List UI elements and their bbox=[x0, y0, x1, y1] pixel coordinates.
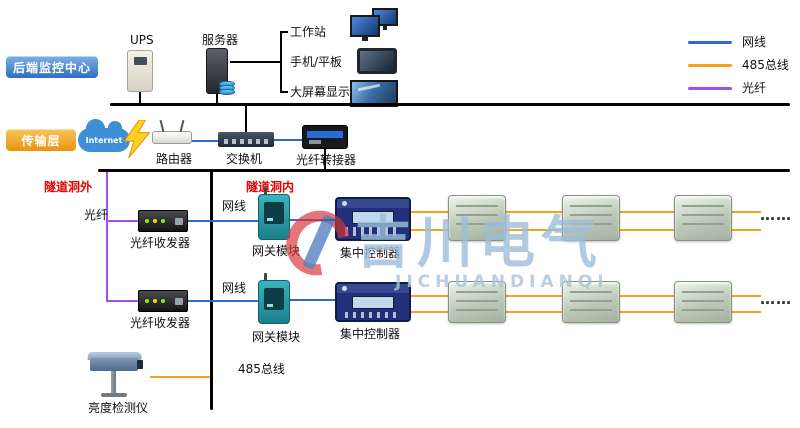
fiber-branch-line-1 bbox=[106, 220, 140, 222]
switch-icon bbox=[218, 132, 274, 147]
backbone-line-transport bbox=[98, 169, 790, 172]
workstation-label: 工作站 bbox=[290, 25, 327, 39]
more-devices-ellipsis-1: …… bbox=[760, 206, 792, 224]
fiber-trunk-line bbox=[106, 172, 108, 302]
transport-zone-label: 传输层 bbox=[6, 129, 76, 151]
tunnel-inside-label: 隧道洞内 bbox=[246, 180, 295, 194]
fiber-adapter-label: 光纤转接器 bbox=[296, 153, 357, 167]
adapter-downlink-line bbox=[324, 149, 326, 169]
legend-line-fiber bbox=[688, 87, 732, 90]
database-icon bbox=[219, 81, 235, 95]
camera-pole bbox=[111, 371, 116, 394]
net-cable-label-2: 网线 bbox=[222, 281, 247, 295]
camera-lens bbox=[137, 360, 143, 369]
ups-screen bbox=[134, 57, 147, 65]
gateway-module-icon-2 bbox=[258, 273, 290, 324]
bracket-line-vertical bbox=[280, 31, 282, 93]
cable-switch-adapter bbox=[274, 139, 302, 141]
controller-top-panel bbox=[337, 199, 409, 208]
legend-label-network: 网线 bbox=[742, 35, 767, 49]
central-controller-label-2: 集中控制器 bbox=[340, 327, 401, 341]
cable-transceiver-gateway-1 bbox=[188, 220, 260, 222]
workstation-icon bbox=[350, 8, 400, 46]
tunnel-backbone-line bbox=[210, 169, 213, 410]
cable-gateway-controller-2 bbox=[290, 299, 335, 301]
camera-base bbox=[101, 393, 127, 397]
gateway-screen bbox=[264, 288, 284, 310]
gateway-screen bbox=[264, 202, 284, 224]
net-cable-label-1: 网线 bbox=[222, 199, 247, 213]
bracket-line-horizontal bbox=[230, 61, 280, 63]
switch-label: 交换机 bbox=[226, 152, 263, 166]
bus485-line-camera bbox=[150, 376, 210, 378]
controller-buttons bbox=[345, 227, 401, 236]
big-screen-icon bbox=[350, 80, 398, 107]
fiber-branch-line-2 bbox=[106, 300, 140, 302]
bracket-stub-top bbox=[280, 31, 288, 33]
led-driver-device bbox=[562, 195, 620, 241]
central-controller-label-1: 集中控制器 bbox=[340, 246, 401, 260]
bracket-stub-bottom bbox=[280, 91, 288, 93]
server-connector-line bbox=[216, 94, 218, 104]
more-devices-ellipsis-2: …… bbox=[760, 290, 792, 308]
controller-screen bbox=[352, 296, 394, 309]
legend-line-485bus bbox=[688, 64, 732, 67]
internet-label: Internet bbox=[85, 135, 123, 145]
server-device-icon bbox=[206, 48, 235, 95]
backbone-line-top bbox=[110, 103, 790, 106]
brightness-detector-label: 亮度检测仪 bbox=[88, 401, 149, 415]
fiber-transceiver-icon-2 bbox=[138, 290, 188, 312]
legend-line-network bbox=[688, 41, 732, 44]
controller-buttons bbox=[345, 312, 401, 318]
fiber-transceiver-icon-1 bbox=[138, 210, 188, 232]
led-driver-device bbox=[448, 281, 506, 323]
fiber-adapter-icon bbox=[302, 125, 348, 149]
tunnel-outside-label: 隧道洞外 bbox=[44, 180, 93, 194]
camera-body bbox=[90, 358, 138, 371]
bus485-label: 485总线 bbox=[238, 362, 285, 376]
ups-device-icon bbox=[127, 50, 153, 92]
monitor-icon bbox=[350, 15, 380, 41]
central-controller-icon-1 bbox=[335, 197, 411, 241]
big-screen-label: 大屏幕显示 bbox=[290, 85, 351, 99]
central-controller-icon-2 bbox=[335, 282, 411, 322]
cable-transceiver-gateway-2 bbox=[188, 300, 260, 302]
server-label: 服务器 bbox=[202, 33, 239, 47]
phone-tablet-icon bbox=[357, 48, 397, 74]
gateway-module-label-1: 网关模块 bbox=[252, 244, 301, 258]
internet-cloud-icon: Internet bbox=[78, 119, 130, 152]
led-driver-device bbox=[674, 281, 732, 323]
phone-tablet-label: 手机/平板 bbox=[290, 55, 343, 69]
brightness-camera-icon bbox=[86, 352, 150, 400]
ups-label: UPS bbox=[130, 33, 154, 47]
controller-screen bbox=[352, 211, 394, 224]
gateway-module-label-2: 网关模块 bbox=[252, 330, 301, 344]
lightning-icon bbox=[124, 120, 150, 158]
fiber-transceiver-label-1: 光纤收发器 bbox=[130, 236, 191, 250]
gateway-module-icon-1 bbox=[258, 187, 290, 240]
router-icon bbox=[152, 119, 192, 144]
legend-label-fiber: 光纤 bbox=[742, 81, 767, 95]
cable-router-switch bbox=[192, 140, 218, 142]
legend-label-485bus: 485总线 bbox=[742, 58, 789, 72]
router-label: 路由器 bbox=[156, 152, 193, 166]
fiber-label: 光纤 bbox=[84, 208, 109, 222]
cable-gateway-controller-1 bbox=[290, 219, 335, 221]
led-driver-device bbox=[674, 195, 732, 241]
led-driver-device bbox=[562, 281, 620, 323]
switch-uplink-line bbox=[245, 106, 247, 132]
controller-top-panel bbox=[337, 284, 409, 293]
backend-zone-label: 后端监控中心 bbox=[6, 56, 98, 78]
led-driver-device bbox=[448, 195, 506, 241]
fiber-transceiver-label-2: 光纤收发器 bbox=[130, 316, 191, 330]
ups-connector-line bbox=[139, 92, 141, 104]
